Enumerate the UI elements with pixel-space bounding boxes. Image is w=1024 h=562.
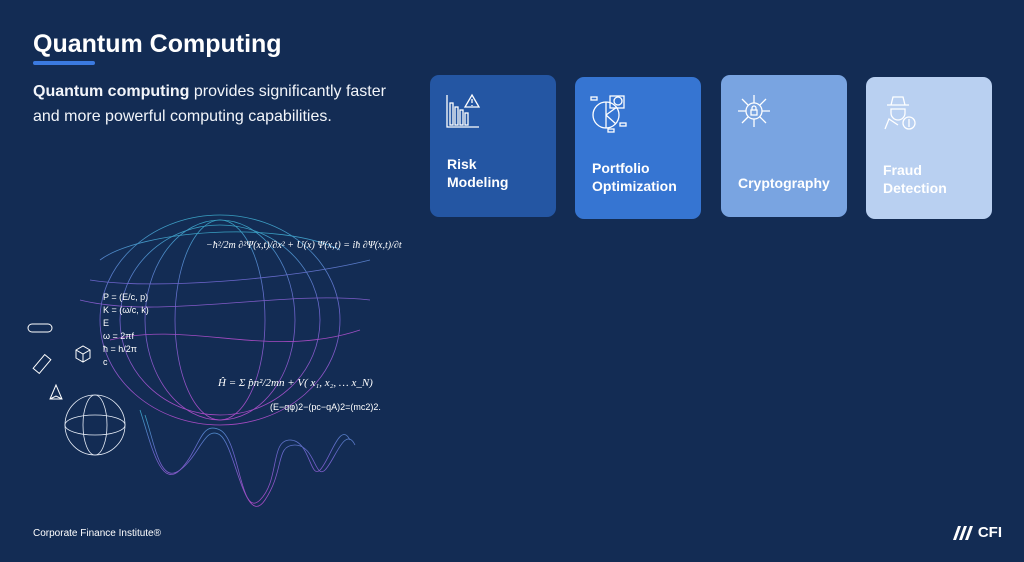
formula-item: ω = 2πf [103, 331, 134, 341]
formula-item: c [103, 357, 108, 367]
circuit-lock-icon [738, 95, 770, 127]
quantum-illustration: −ħ²/2m ∂²Ψ(x,t)/∂x² + U(x) Ψ(x,t) = iħ ∂… [27, 214, 402, 507]
slide-title: Quantum Computing [33, 30, 282, 58]
schrodinger-formula: −ħ²/2m ∂²Ψ(x,t)/∂x² + U(x) Ψ(x,t) = iħ ∂… [206, 240, 402, 251]
klein-gordon-formula: (E−qφ)2−(pc−qA)2=(mc2)2. [270, 402, 381, 412]
hamiltonian-formula: Ĥ = Σ p̂n²/2mn + V( x₁, x₂, … x_N) [217, 377, 373, 389]
formula-item: K = (ω/c, k) [103, 305, 149, 315]
prism-icon [32, 353, 52, 375]
card-label: Cryptography [738, 175, 830, 191]
cylinder-icon [27, 323, 53, 333]
pyramid-icon [49, 383, 63, 400]
footer-company: Corporate Finance Institute® [33, 528, 161, 539]
pie-chart-dollar-icon [590, 95, 627, 133]
card-cryptography[interactable]: Cryptography [721, 75, 847, 217]
description-rest: provides significantly faster and more p… [33, 83, 386, 125]
spy-dollar-icon [884, 96, 916, 130]
cube-icon [75, 345, 91, 363]
slide-description: Quantum computing provides significantly… [33, 79, 393, 129]
chart-warning-icon [446, 93, 481, 128]
cfi-logo-icon [952, 525, 973, 540]
description-bold: Quantum computing [33, 83, 190, 100]
title-underline [33, 61, 95, 65]
formula-item: P = (E/c, p) [103, 292, 148, 302]
formula-item: ħ = h/2π [103, 344, 137, 354]
cfi-logo: CFI [952, 524, 1002, 541]
sphere-wireframe-icon [64, 394, 126, 456]
formula-item: E [103, 318, 109, 328]
